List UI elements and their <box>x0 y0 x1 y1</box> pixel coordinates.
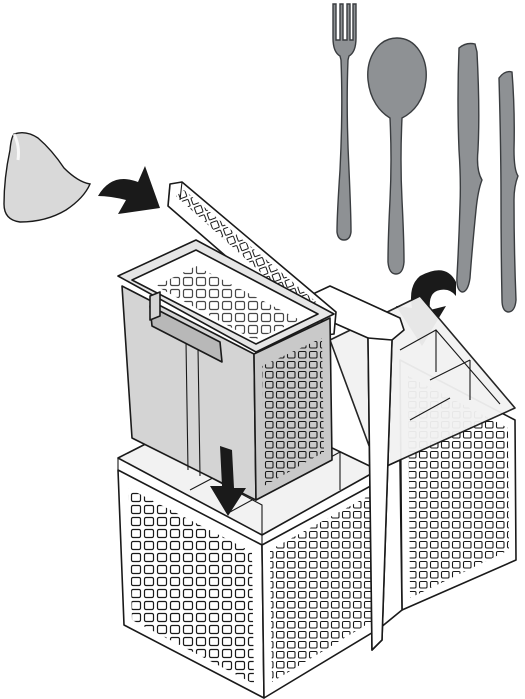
baby-bottle-cap-icon <box>4 133 90 222</box>
cutlery-group <box>333 4 518 312</box>
knife-icon <box>457 44 482 293</box>
spoon-icon <box>368 38 426 274</box>
fork-icon <box>333 4 356 240</box>
knife-icon <box>499 72 518 312</box>
curved-arrow-icon <box>98 166 160 214</box>
